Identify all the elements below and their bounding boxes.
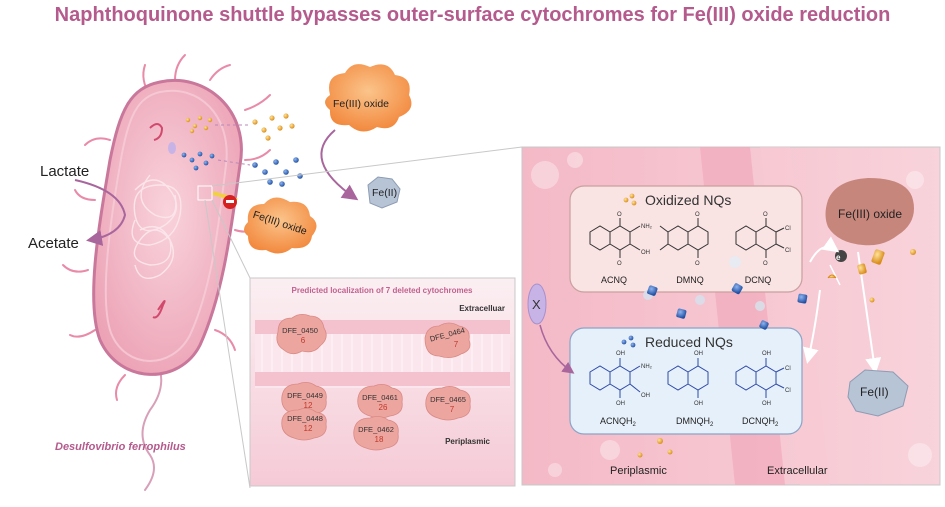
fe3-mid-cloud (244, 197, 317, 254)
extracellular-nq-dots (252, 113, 303, 187)
dmnq-label: DMNQ (676, 275, 704, 285)
cyto-0462-id: DFE_0462 (358, 425, 394, 434)
figure-title: Naphthoquinone shuttle bypasses outer-su… (54, 4, 891, 26)
internal-nq-dots (181, 115, 215, 171)
organism-label: Desulfovibrio ferrophilus (55, 441, 186, 453)
panel-extracellular-label: Extracellular (767, 465, 828, 477)
electron-label: e (836, 253, 841, 262)
atom-o: O (695, 212, 700, 218)
oxidized-nq-box (569, 185, 803, 293)
atom-oh: OH (641, 393, 650, 399)
cyto-0465-id: DFE_0465 (430, 395, 466, 404)
cytochrome-blobs (276, 314, 471, 451)
blocked-transporter (527, 283, 547, 325)
panel-nq-balls (637, 256, 808, 458)
reduction-arrow (320, 129, 359, 201)
atom-cl: Cl (785, 226, 791, 232)
atom-oh: OH (616, 401, 625, 407)
inset-extracellular-label: Extracelluar (459, 304, 505, 313)
atom-o: O (763, 261, 768, 267)
electron-transfer (802, 236, 916, 374)
shuttle-arrow (539, 324, 575, 374)
oxidized-nq-title: Oxidized NQs (645, 192, 731, 208)
atom-nh2: NH₂ (641, 224, 653, 230)
dcnqh2-label: DCNQH2 (742, 416, 779, 428)
reduced-nq-title: Reduced NQs (645, 334, 733, 350)
transport-lines (215, 124, 251, 166)
atom-o: O (617, 261, 622, 267)
fe3-right-label: Fe(III) oxide (838, 207, 902, 221)
cyto-0461-id: DFE_0461 (362, 393, 398, 402)
atom-o: O (695, 261, 700, 267)
cyto-0448-hemes: 12 (304, 424, 313, 433)
fe2-right-rock (847, 369, 909, 417)
cytochrome-labels: DFE_0450 6 DFE_0464 7 DFE_0449 12 DFE_04… (282, 326, 466, 444)
oxidized-structures (589, 218, 785, 258)
cyto-0464-hemes: 7 (454, 340, 459, 349)
cyto-0465-hemes: 7 (450, 405, 455, 414)
dmnqh2-label: DMNQH2 (676, 416, 714, 428)
cyto-0448-id: DFE_0448 (287, 414, 323, 423)
reduced-names: ACNQH2 DMNQH2 DCNQH2 (600, 416, 779, 428)
cyto-0450-id: DFE_0450 (282, 326, 318, 335)
bacterium (62, 54, 271, 491)
fe2-top-rock (367, 176, 401, 209)
vesicle (168, 142, 176, 154)
acetate-label: Acetate (28, 235, 79, 252)
lipid-bottom-heads (255, 372, 510, 386)
cyto-0449-id: DFE_0449 (287, 391, 323, 400)
reduced-nq-box (569, 327, 803, 435)
zoom-lines (204, 146, 523, 489)
atom-nh2: NH₂ (641, 364, 653, 370)
metabolism-arrow (74, 179, 127, 246)
lactate-label: Lactate (40, 163, 89, 180)
fe2-right-label: Fe(II) (860, 385, 889, 399)
dcnq-label: DCNQ (745, 275, 772, 285)
acnq-label: ACNQ (601, 275, 627, 285)
cyto-0461-hemes: 26 (379, 403, 388, 412)
atom-oh: OH (762, 351, 771, 357)
nucleoid (131, 174, 182, 279)
panel-periplasmic-label: Periplasmic (610, 465, 667, 477)
atom-o: O (763, 212, 768, 218)
atom-oh: OH (616, 351, 625, 357)
atom-cl: Cl (785, 388, 791, 394)
atom-cl: Cl (785, 248, 791, 254)
background-bubbles (531, 152, 932, 477)
atom-oh: OH (762, 401, 771, 407)
cyto-0449-hemes: 12 (304, 401, 313, 410)
atom-cl: Cl (785, 366, 791, 372)
atom-o: O (617, 212, 622, 218)
blocked-cytochrome (212, 191, 238, 209)
inset-periplasmic-label: Periplasmic (445, 437, 490, 446)
cyto-0462-hemes: 18 (375, 435, 384, 444)
acnqh2-label: ACNQH2 (600, 416, 637, 428)
atom-oh: OH (694, 351, 703, 357)
inset-title: Predicted localization of 7 deleted cyto… (292, 286, 473, 295)
fe3-right-rock (825, 178, 914, 246)
oxidized-atom-labels: O O NH₂ OH O O O O Cl Cl (617, 212, 791, 267)
reduced-structures (589, 358, 785, 398)
fe3-top-cloud (325, 64, 412, 132)
organelle (152, 300, 166, 319)
reduced-atom-labels: OH OH NH₂ OH OH OH OH OH Cl Cl (616, 351, 791, 407)
atom-oh: OH (694, 401, 703, 407)
fe3-top-label: Fe(III) oxide (333, 98, 389, 110)
atom-oh: OH (641, 250, 650, 256)
cell-body (92, 79, 243, 376)
fe2-top-label: Fe(II) (372, 187, 397, 199)
block-mark: X (532, 297, 541, 312)
cyto-0450-hemes: 6 (301, 336, 306, 345)
organelle (149, 123, 164, 141)
